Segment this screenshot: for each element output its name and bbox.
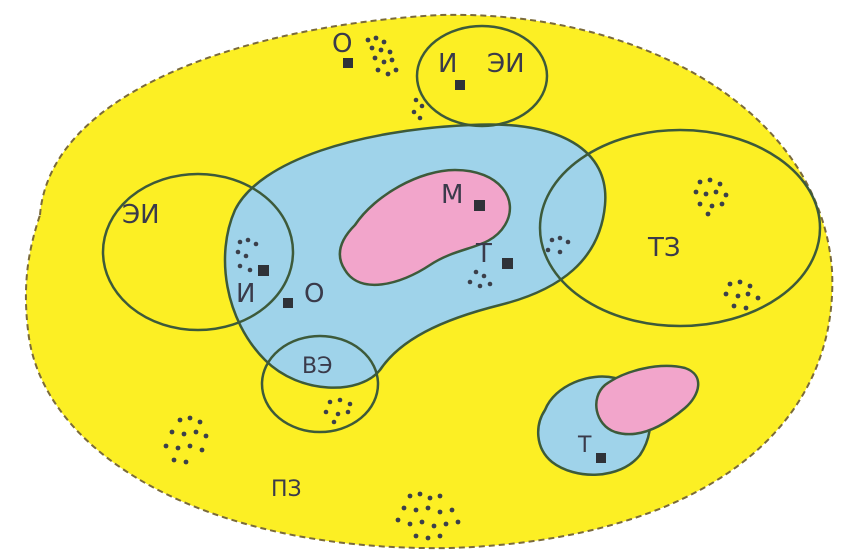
marker-t-small (596, 453, 606, 463)
label-t-center: Т (475, 239, 492, 269)
label-o-top: О (332, 29, 352, 59)
label-i-top: И (438, 49, 457, 79)
label-t-small: Т (577, 433, 592, 458)
marker-o-center (283, 298, 293, 308)
label-ve: ВЭ (302, 354, 332, 379)
label-tz: ТЗ (647, 233, 681, 263)
marker-o-top (343, 58, 353, 68)
marker-t-center (502, 258, 513, 269)
label-ei-left: ЭИ (122, 200, 160, 230)
marker-m (474, 200, 485, 211)
label-i-left: И (236, 279, 255, 309)
label-o-center: О (304, 279, 324, 309)
label-ei-top: ЭИ (487, 49, 525, 79)
label-m: М (441, 180, 463, 210)
label-pz: ПЗ (271, 477, 302, 502)
marker-i-left (258, 265, 269, 276)
marker-i-top (455, 80, 465, 90)
